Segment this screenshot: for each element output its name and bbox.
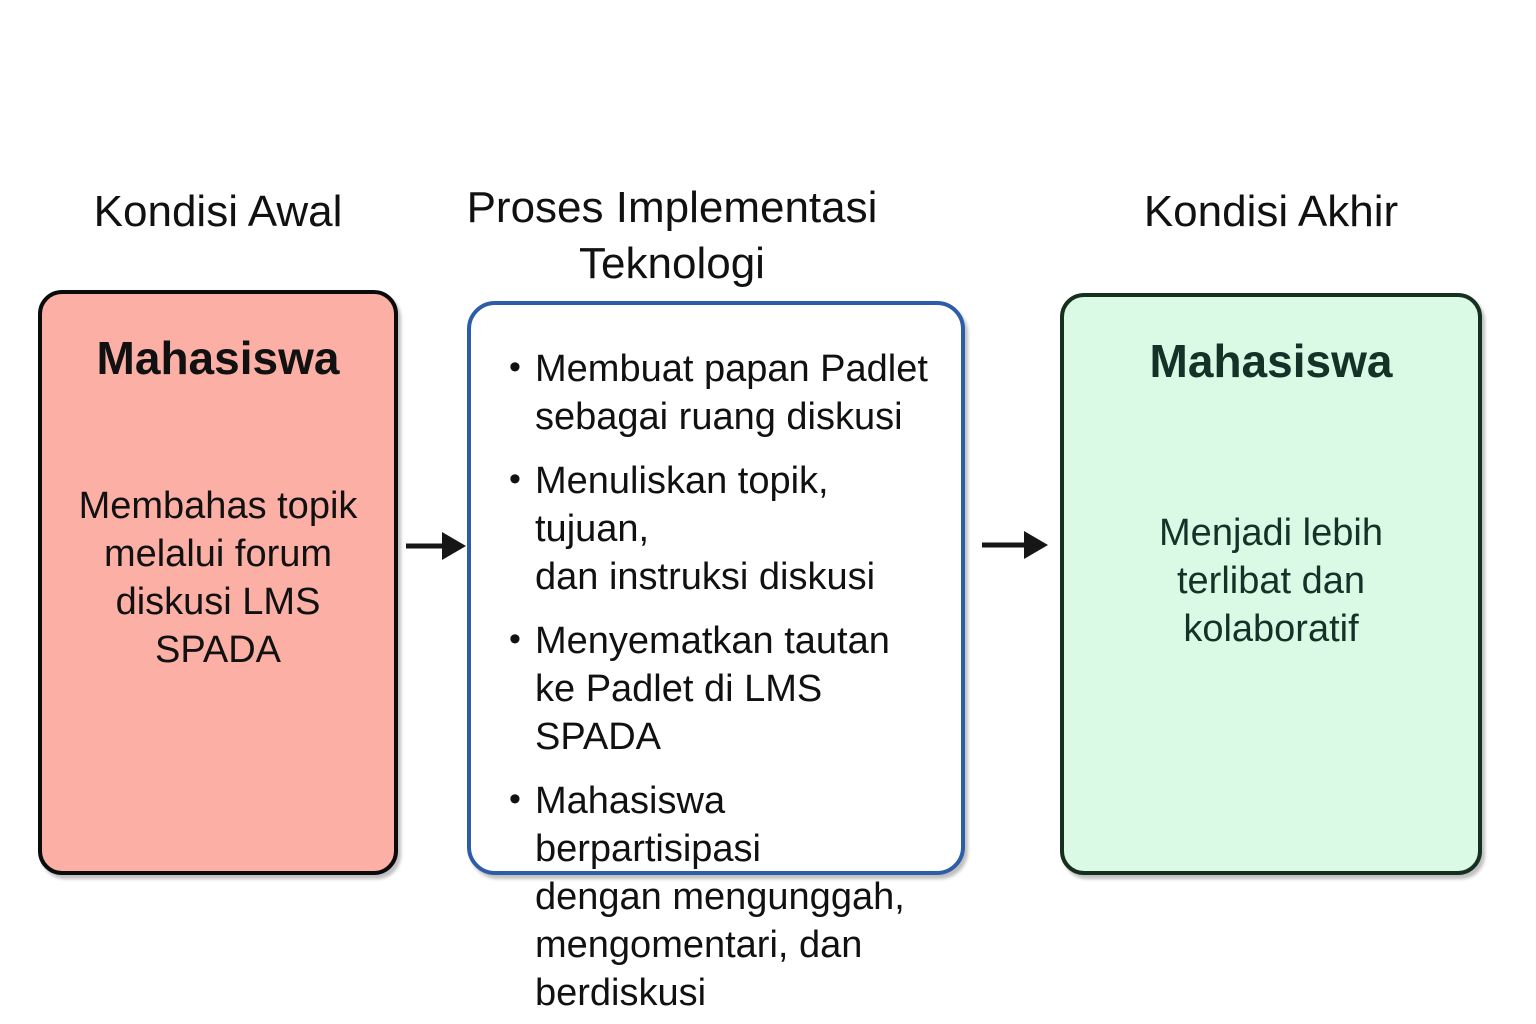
initial-condition-box: Mahasiswa Membahas topik melalui forum d… [38,290,398,875]
process-box: Membuat papan Padlet sebagai ruang disku… [467,301,965,1014]
final-box-body: Menjadi lebih terlibat dan kolaboratif [1159,512,1383,650]
initial-box-body: Membahas topik melalui forum diskusi LMS… [78,485,358,671]
process-step: Menyematkan tautan ke Padlet di LMS SPAD… [493,615,947,761]
final-condition-heading: Kondisi Akhir [1143,187,1399,236]
initial-box-title: Mahasiswa [96,332,340,384]
process-heading: Proses Implementasi Teknologi [466,183,878,288]
process-steps-list: Membuat papan Padlet sebagai ruang disku… [493,343,947,1017]
final-condition-box: Mahasiswa Menjadi lebih terlibat dan kol… [1060,293,1482,875]
process-step: Membuat papan Padlet sebagai ruang disku… [493,343,947,441]
process-step: Mahasiswa berpartisipasi dengan mengungg… [493,775,947,1017]
process-step: Menuliskan topik, tujuan, dan instruksi … [493,455,947,601]
final-box-title: Mahasiswa [1149,335,1393,387]
right-arrow-icon [982,531,1048,559]
initial-condition-heading: Kondisi Awal [93,187,343,236]
right-arrow-icon [406,532,466,560]
